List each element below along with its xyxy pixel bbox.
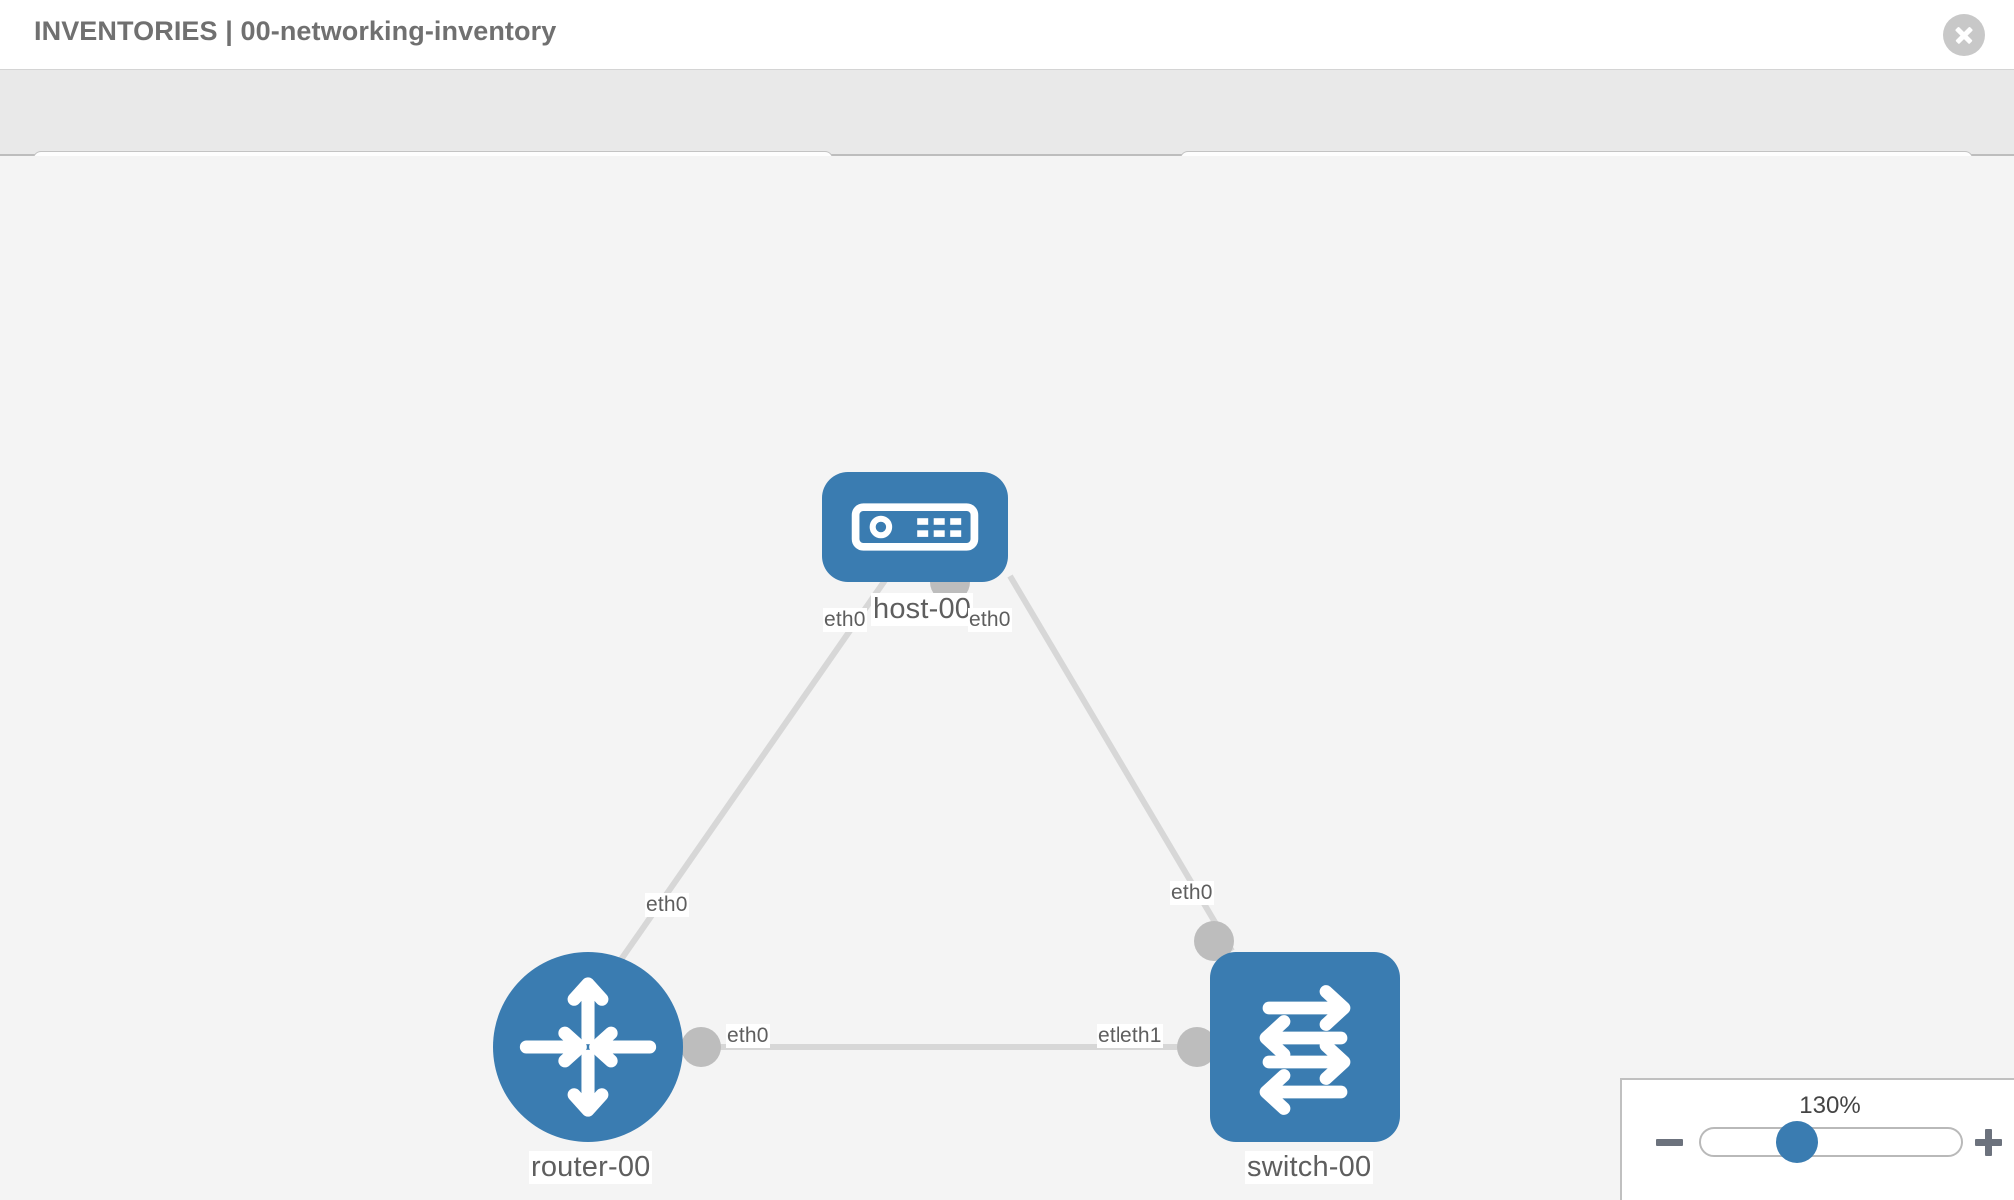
interface-label: eth0 xyxy=(823,608,867,632)
zoom-out-button[interactable] xyxy=(1654,1126,1686,1158)
node-label-switch-00: switch-00 xyxy=(1245,1151,1374,1184)
interface-label: eth1 xyxy=(1119,1024,1163,1048)
switch-icon xyxy=(1259,985,1351,1115)
zoom-level-label: 130% xyxy=(1799,1092,1861,1119)
page-header: INVENTORIES | 00-networking-inventory xyxy=(0,0,2014,69)
toolbar: ACTIONS SEARCH xyxy=(0,69,2014,203)
interface-dot-router00-eth0[interactable] xyxy=(681,1027,721,1067)
interface-label: eth0 xyxy=(726,1024,770,1048)
node-label-router-00: router-00 xyxy=(529,1151,653,1184)
page-title: INVENTORIES | 00-networking-inventory xyxy=(34,16,557,46)
close-icon[interactable] xyxy=(1943,14,1985,56)
interface-label: eth0 xyxy=(1170,881,1214,905)
node-host-00[interactable] xyxy=(822,472,1008,582)
interface-label: eth0 xyxy=(968,608,1012,632)
zoom-control-panel: 130% xyxy=(1620,1078,2014,1200)
zoom-slider-thumb[interactable] xyxy=(1776,1121,1818,1163)
node-router-00[interactable] xyxy=(493,952,683,1142)
node-label-host-00: host-00 xyxy=(871,593,974,626)
zoom-in-button[interactable] xyxy=(1973,1126,2005,1158)
router-icon xyxy=(519,977,657,1117)
server-icon xyxy=(851,503,979,551)
topology-canvas[interactable]: host-00 router-00 xyxy=(0,156,2014,1200)
topology-links xyxy=(617,574,1235,1050)
interface-label: eth0 xyxy=(645,893,689,917)
node-switch-00[interactable] xyxy=(1210,952,1400,1142)
zoom-slider-track[interactable] xyxy=(1699,1127,1963,1157)
